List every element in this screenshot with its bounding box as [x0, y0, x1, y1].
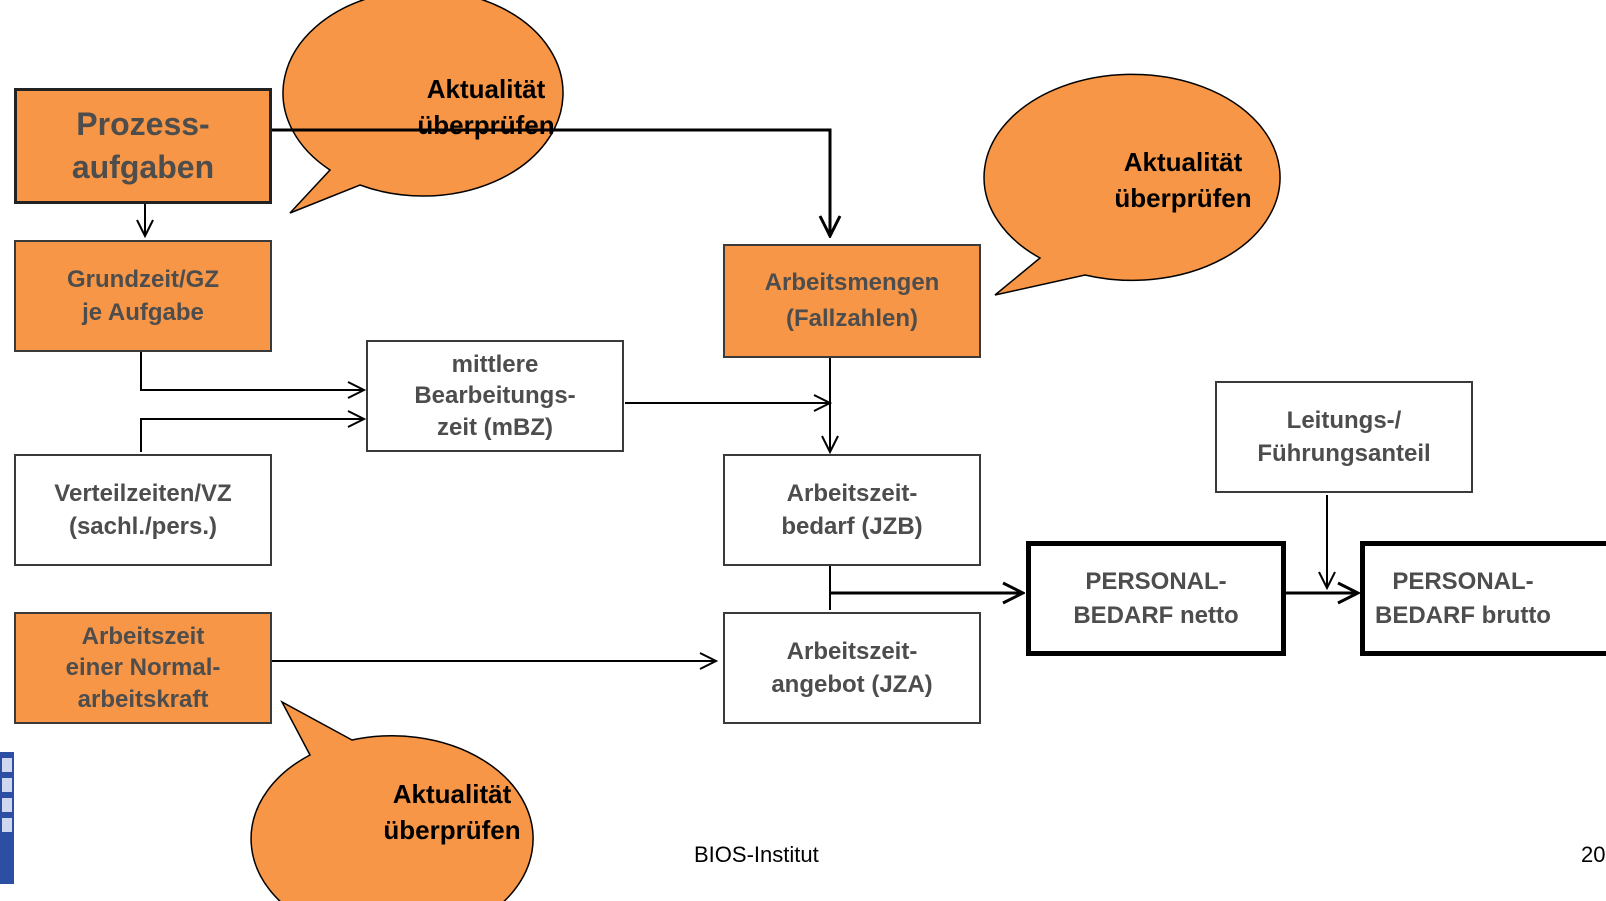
box-personalbedarf-brutto: PERSONAL- BEDARF brutto [1360, 541, 1606, 656]
institute-logo [0, 752, 14, 884]
box-arbeitszeit-normalarbeitskraft: Arbeitszeit einer Normal- arbeitskraft [14, 612, 272, 724]
bubble-right-shape [983, 73, 1281, 296]
bubble-bottom-text: Aktualität überprüfen [383, 779, 521, 846]
bubble-top-text: Aktualität überprüfen [417, 74, 555, 141]
connector-prozess-to-mengen [266, 128, 830, 236]
box-personalbedarf-netto: PERSONAL- BEDARF netto [1026, 541, 1286, 656]
bubble-top-shape [282, 0, 564, 214]
box-mittlere-bearbeitungszeit: mittlere Bearbeitungs- zeit (mBZ) [366, 340, 624, 452]
box-arbeitszeitangebot: Arbeitszeit- angebot (JZA) [723, 612, 981, 724]
bubble-right-text: Aktualität überprüfen [1114, 147, 1252, 214]
box-grundzeit: Grundzeit/GZ je Aufgabe [14, 240, 272, 352]
connector-vz-to-mbz [140, 419, 364, 452]
footer-page-number: 20 [1581, 842, 1606, 867]
box-arbeitsmengen: Arbeitsmengen (Fallzahlen) [723, 244, 981, 358]
box-arbeitszeitbedarf: Arbeitszeit- bedarf (JZB) [723, 454, 981, 566]
connector-grundzeit-to-mbz [140, 350, 364, 390]
box-verteilzeiten: Verteilzeiten/VZ (sachl./pers.) [14, 454, 272, 566]
box-fuehrungsanteil: Leitungs-/ Führungsanteil [1215, 381, 1473, 493]
box-prozessaufgaben: Prozess- aufgaben [14, 88, 272, 204]
bubble-bottom-shape [250, 700, 534, 901]
footer-institute: BIOS-Institut [694, 842, 819, 867]
